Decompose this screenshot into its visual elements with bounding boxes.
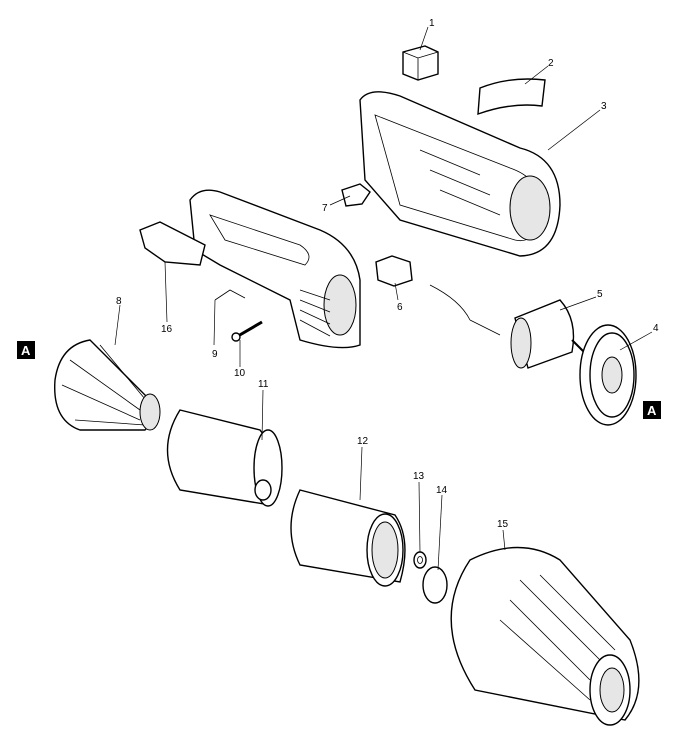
part-fan [579, 324, 637, 426]
part-handle-housing [189, 189, 361, 349]
callout-16: 16 [161, 324, 173, 335]
part-lead-wire [214, 289, 246, 301]
part-filter [290, 489, 406, 587]
callout-5: 5 [597, 289, 603, 300]
svg-text:A: A [21, 343, 31, 358]
part-hook [139, 221, 206, 266]
reference-key-a-right: A [643, 401, 661, 419]
leader-lines [114, 26, 653, 571]
svg-text:A: A [647, 403, 657, 418]
part-screw [231, 320, 263, 342]
callout-12: 12 [357, 436, 369, 447]
callout-4: 4 [653, 323, 659, 334]
part-label [477, 78, 546, 116]
part-filter-frame [54, 339, 161, 431]
reference-key-a-left: A [17, 341, 35, 359]
callout-15: 15 [497, 519, 509, 530]
callout-11: 11 [258, 379, 269, 390]
part-prefilter [166, 409, 283, 507]
callout-14: 14 [436, 485, 448, 496]
callout-3: 3 [601, 101, 607, 112]
callout-6: 6 [397, 302, 403, 313]
callout-2: 2 [548, 58, 554, 69]
part-housing [359, 91, 561, 257]
part-terminal [375, 255, 413, 287]
callout-8: 8 [116, 296, 122, 307]
callout-1: 1 [429, 18, 435, 29]
part-switch [402, 45, 439, 81]
callout-9: 9 [212, 349, 218, 360]
callout-13: 13 [413, 471, 425, 482]
part-washer [413, 551, 427, 569]
part-motor [510, 299, 585, 369]
callout-10: 10 [234, 368, 246, 379]
callout-7: 7 [322, 203, 328, 214]
part-valve [422, 566, 448, 604]
part-nozzle-cover [450, 546, 640, 726]
part-switch-lever [341, 183, 371, 207]
